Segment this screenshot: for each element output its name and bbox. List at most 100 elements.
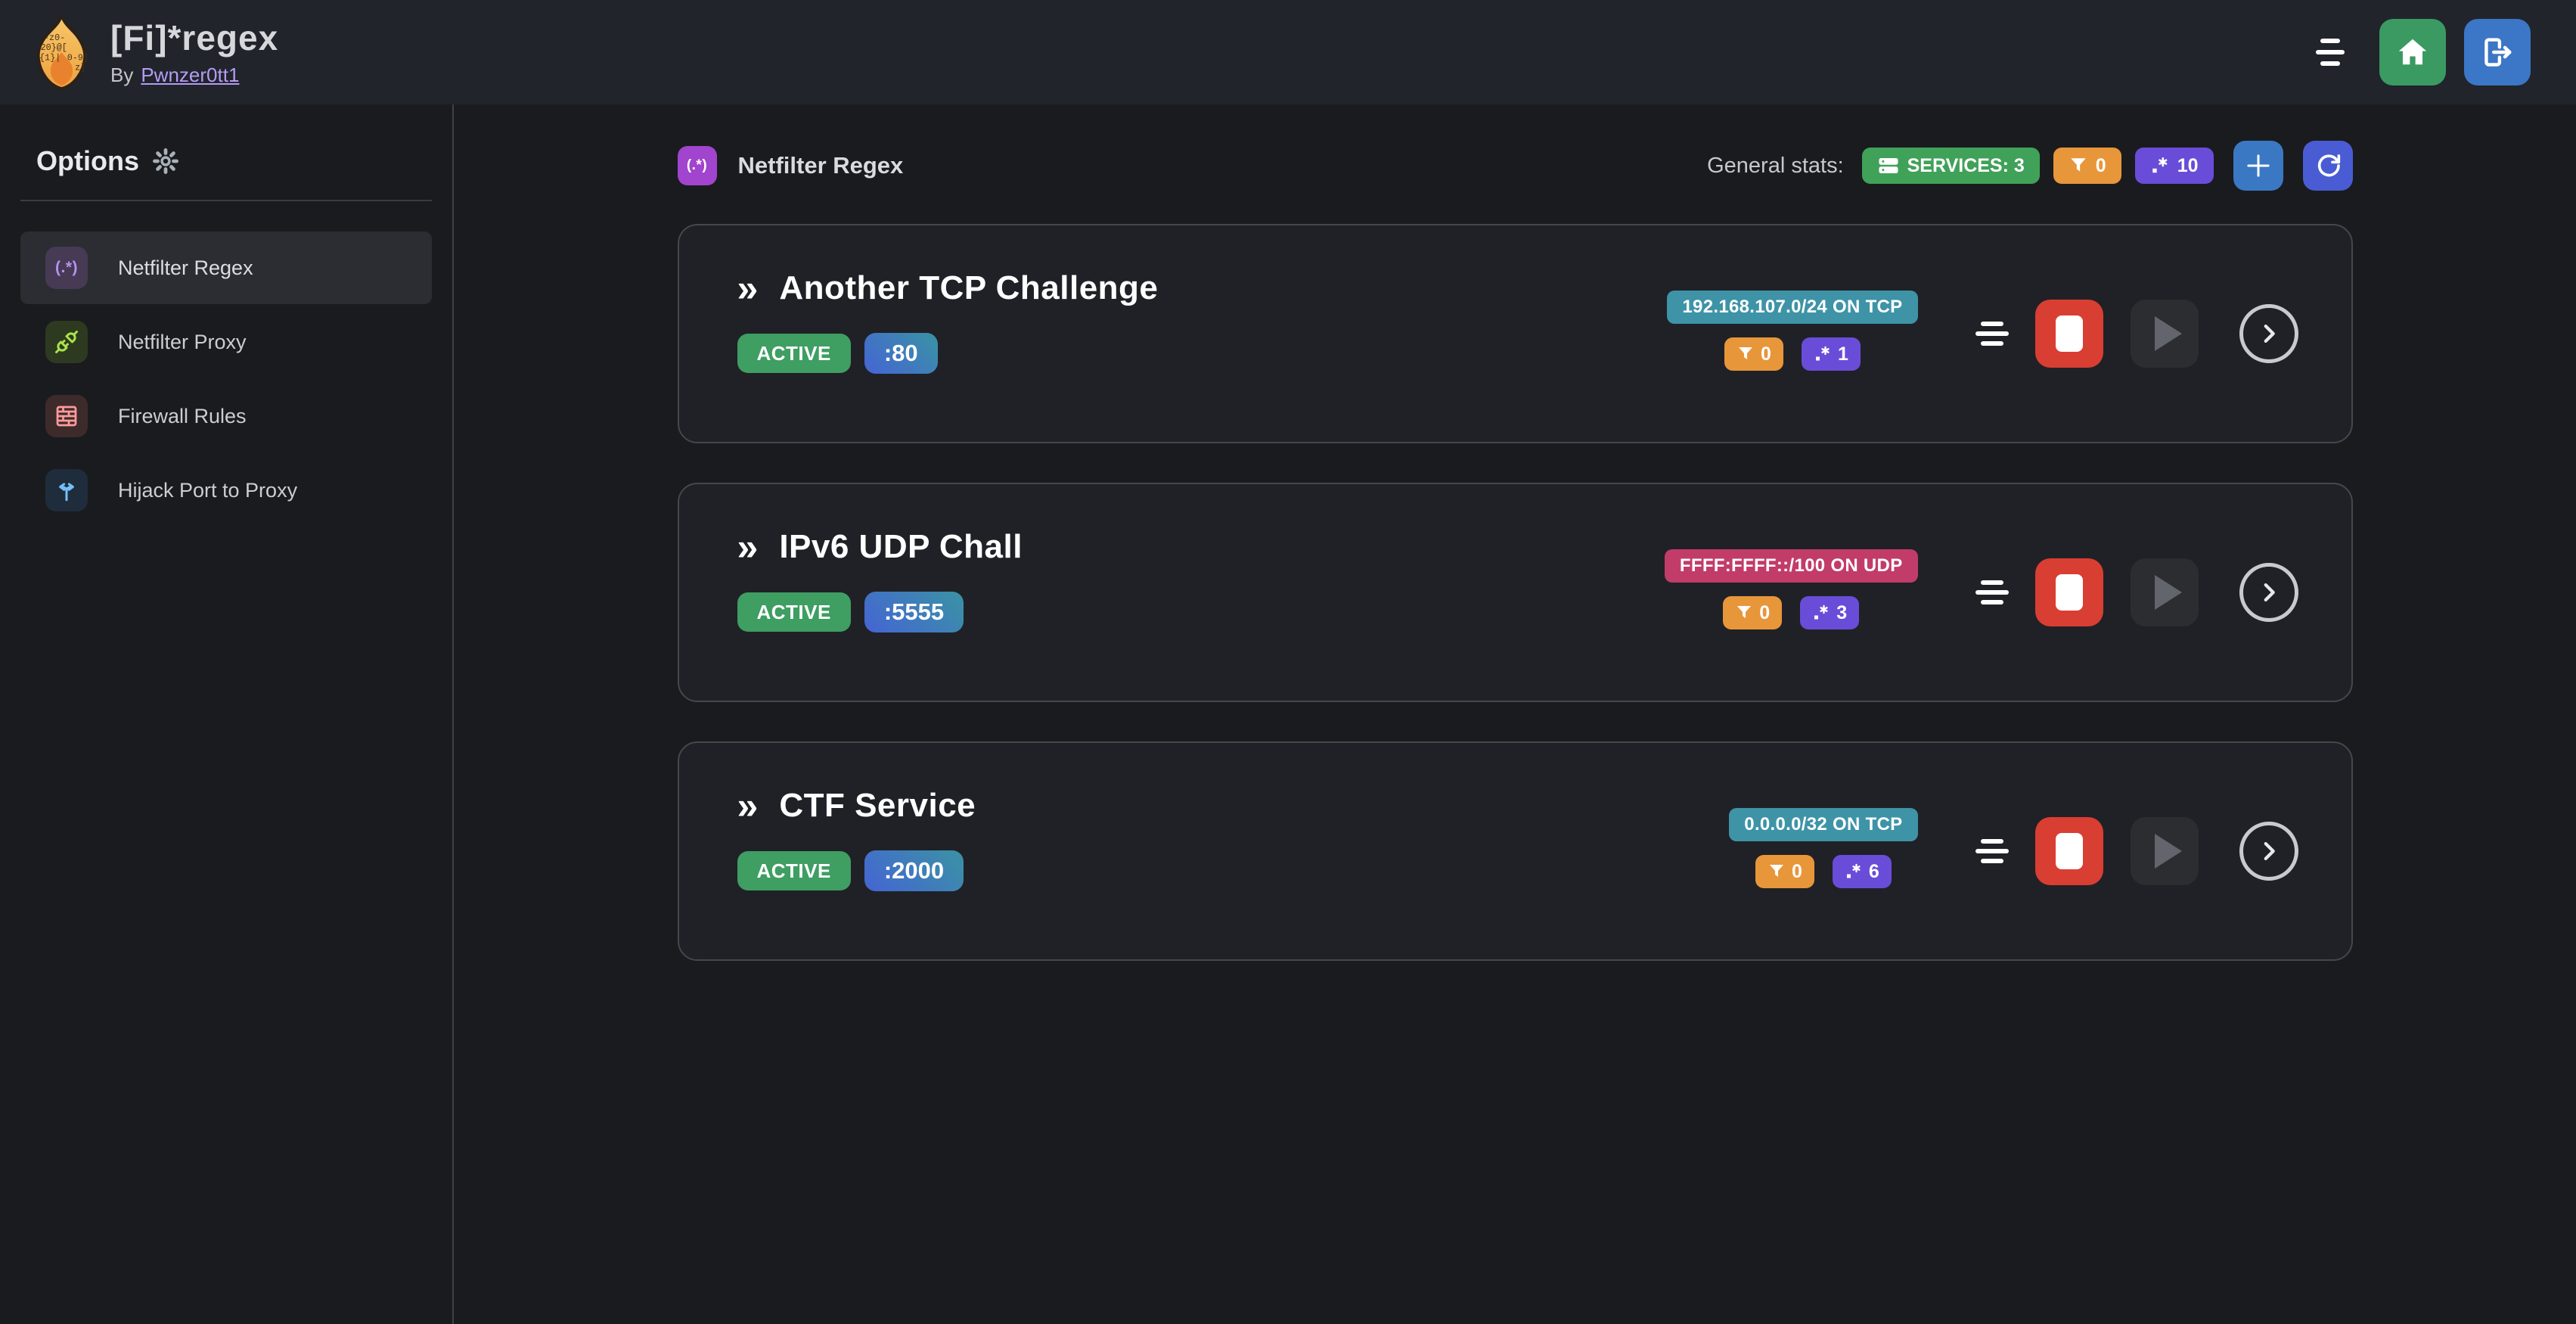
funnel-icon: [1769, 865, 1783, 877]
logout-icon: [2484, 38, 2512, 67]
app-title: [Fi]*regex: [110, 18, 279, 57]
header-actions: [2316, 19, 2531, 85]
refresh-button[interactable]: [2302, 141, 2353, 191]
stop-icon: [2055, 574, 2083, 611]
server-icon: [1879, 158, 1898, 173]
sidebar-item-firewall-rules[interactable]: Firewall Rules: [20, 380, 432, 452]
stop-service-button[interactable]: [2034, 558, 2103, 626]
service-title: IPv6 UDP Chall: [779, 528, 1023, 565]
svg-text:0-9]: 0-9]: [67, 52, 88, 63]
sidebar: Options (.*) Netfilter Regex: [0, 104, 454, 1324]
services-count-badge: SERVICES: 3: [1861, 148, 2040, 184]
flame-inner: [50, 52, 73, 85]
open-service-button[interactable]: [2239, 563, 2298, 622]
service-stats: 192.168.107.0/24 ON TCP 0: [1667, 291, 1918, 371]
brand-text: [Fi]*regex By Pwnzer0tt1: [110, 17, 278, 87]
brick-wall-icon: [45, 395, 88, 437]
funnel-icon: [1737, 606, 1752, 618]
svg-text:z]: z]: [75, 62, 85, 73]
logout-button[interactable]: [2464, 19, 2531, 85]
regexes-count-badge: 1: [1801, 337, 1861, 371]
service-card-another-tcp-challenge: » Another TCP Challenge ACTIVE :80 192.1…: [677, 224, 2353, 443]
cidr-badge: 192.168.107.0/24 ON TCP: [1667, 291, 1918, 324]
main-content: (.*) Netfilter Regex General stats: SERV…: [454, 104, 2576, 1324]
regex-dot-star-icon: [2152, 157, 2168, 173]
service-stats: 0.0.0.0/32 ON TCP 0: [1729, 808, 1918, 888]
sidebar-heading: Options: [36, 145, 425, 177]
split-arrows-icon: [45, 469, 88, 511]
home-button[interactable]: [2379, 19, 2446, 85]
stop-service-button[interactable]: [2034, 817, 2103, 885]
sidebar-item-netfilter-proxy[interactable]: Netfilter Proxy: [20, 306, 432, 378]
filters-count-badge: 0: [1724, 337, 1783, 371]
service-actions: [1975, 743, 2351, 959]
service-menu-icon[interactable]: [1975, 580, 2009, 605]
brand: -z0- 20}@[ {1}| 0-9] z] [Fi]*regex By Pw…: [27, 12, 278, 92]
svg-text:20}@[: 20}@[: [41, 42, 67, 53]
author-link[interactable]: Pwnzer0tt1: [141, 64, 240, 86]
cidr-badge: FFFF:FFFF::/100 ON UDP: [1664, 549, 1918, 583]
options-label: Options: [36, 145, 139, 176]
sidebar-divider: [20, 200, 432, 201]
page-title: Netfilter Regex: [737, 152, 904, 179]
filters-count-badge: 0: [1723, 596, 1783, 629]
regex-section-icon: (.*): [677, 146, 717, 185]
sidebar-item-label: Firewall Rules: [118, 404, 247, 427]
chevron-right-icon: [2264, 583, 2275, 602]
regex-dot-star-icon: [1815, 346, 1830, 361]
add-service-button[interactable]: [2233, 141, 2283, 191]
start-service-button[interactable]: [2130, 300, 2199, 368]
chevron-right-icon: [2264, 841, 2275, 861]
sidebar-item-label: Netfilter Proxy: [118, 330, 247, 353]
refresh-icon: [2317, 154, 2340, 177]
funnel-icon: [2071, 158, 2086, 172]
flame-logo-icon: -z0- 20}@[ {1}| 0-9] z]: [36, 14, 88, 91]
plus-icon: [2246, 154, 2270, 177]
home-icon: [2398, 39, 2427, 65]
service-card-ctf-service: » CTF Service ACTIVE :2000 0.0.0.0/32 ON…: [677, 741, 2353, 961]
status-badge: ACTIVE: [737, 851, 851, 890]
service-stats: FFFF:FFFF::/100 ON UDP 0: [1664, 549, 1918, 629]
byline: By Pwnzer0tt1: [110, 64, 278, 87]
sidebar-item-label: Netfilter Regex: [118, 256, 253, 279]
play-icon: [2154, 575, 2182, 610]
play-icon: [2154, 834, 2182, 869]
service-menu-icon[interactable]: [1975, 322, 2009, 346]
svg-text:{1}|: {1}|: [39, 52, 61, 63]
flame-shape: [36, 14, 87, 91]
status-badge: ACTIVE: [737, 592, 851, 632]
sidebar-item-hijack-port[interactable]: Hijack Port to Proxy: [20, 454, 432, 527]
regex-dot-star-icon: [1814, 605, 1828, 620]
funnel-icon: [1739, 347, 1753, 359]
double-chevron-icon: »: [737, 267, 759, 309]
service-list: » Another TCP Challenge ACTIVE :80 192.1…: [677, 224, 2353, 961]
section-header: (.*) Netfilter Regex General stats: SERV…: [677, 141, 2353, 191]
service-actions: [1975, 484, 2351, 701]
start-service-button[interactable]: [2130, 558, 2199, 626]
byline-prefix: By: [110, 64, 134, 86]
regex-dot-star-icon: [1846, 863, 1861, 878]
menu-icon[interactable]: [2316, 39, 2345, 66]
sidebar-item-netfilter-regex[interactable]: (.*) Netfilter Regex: [20, 232, 432, 304]
open-service-button[interactable]: [2239, 304, 2298, 363]
sidebar-nav: (.*) Netfilter Regex Netfilter Proxy: [20, 232, 432, 527]
filters-count-badge: 0: [2053, 148, 2121, 184]
service-menu-icon[interactable]: [1975, 839, 2009, 863]
plug-icon: [45, 321, 88, 363]
port-badge: :2000: [864, 850, 964, 891]
app-header: -z0- 20}@[ {1}| 0-9] z] [Fi]*regex By Pw…: [0, 0, 2576, 104]
stop-service-button[interactable]: [2034, 300, 2103, 368]
gear-icon: [153, 148, 178, 174]
double-chevron-icon: »: [737, 526, 759, 568]
double-chevron-icon: »: [737, 785, 759, 827]
service-card-ipv6-udp-chall: » IPv6 UDP Chall ACTIVE :5555 FFFF:FFFF:…: [677, 483, 2353, 702]
filters-count-badge: 0: [1755, 855, 1814, 888]
play-icon: [2154, 316, 2182, 351]
flame-regex-text: -z0- 20}@[ {1}| 0-9] z]: [39, 33, 88, 73]
regexes-count-badge: 10: [2134, 148, 2214, 184]
start-service-button[interactable]: [2130, 817, 2199, 885]
open-service-button[interactable]: [2239, 822, 2298, 881]
regex-icon: (.*): [45, 247, 88, 289]
service-title: CTF Service: [779, 787, 976, 824]
stop-icon: [2055, 833, 2083, 869]
